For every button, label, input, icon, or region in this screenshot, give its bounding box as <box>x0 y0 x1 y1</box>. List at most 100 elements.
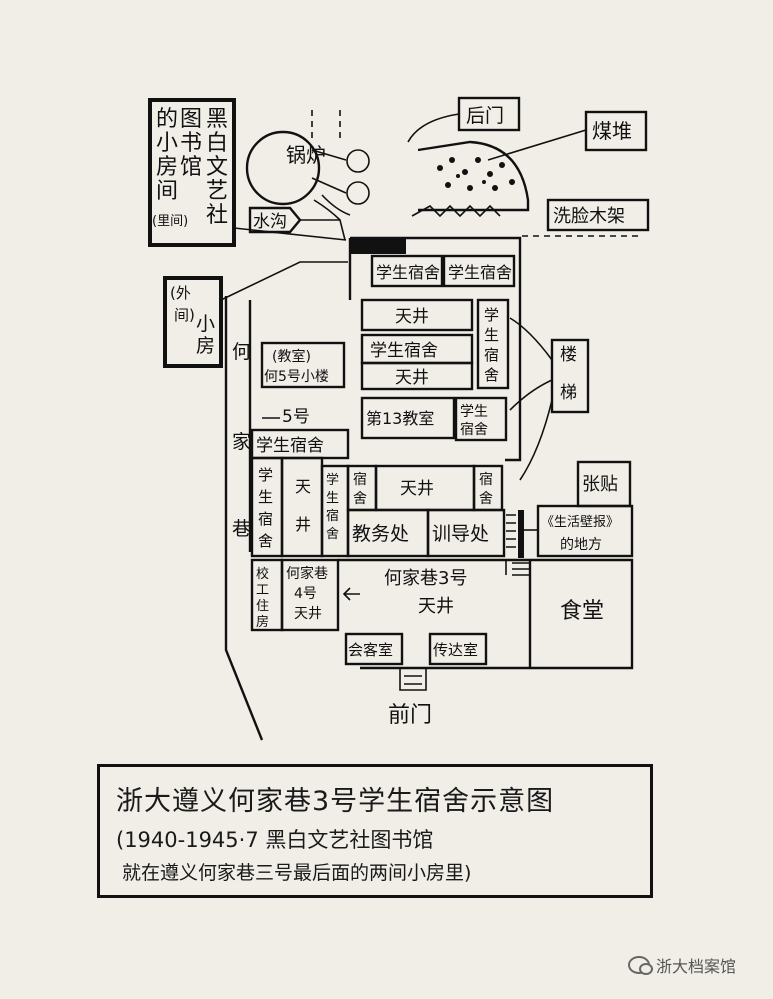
boiler-pot-1 <box>346 149 370 173</box>
library-char-3: 文 <box>206 155 228 180</box>
alley-wall <box>224 296 264 741</box>
wash-rack-box <box>546 198 650 232</box>
training-office-room <box>426 508 506 558</box>
watermark: 浙大档案馆 <box>628 953 736 977</box>
classroom-13-room <box>360 396 456 440</box>
dorm-right-2-char-2: 宿舍 <box>460 421 488 438</box>
wash-rack-label: 洗脸木架 <box>553 206 625 227</box>
canteen-label: 食堂 <box>560 599 604 624</box>
caption-line-1: (1940-1945·7 黑白文艺社图书馆 <box>116 828 434 852</box>
office-stair-marks <box>506 514 516 548</box>
warden-char-3: 住 <box>256 599 269 614</box>
dorm-small-2-char-2: 舍 <box>353 491 367 507</box>
courtyard-3 <box>280 456 324 558</box>
boiler-dashes <box>311 110 341 140</box>
dorm-right-1-room <box>476 298 510 390</box>
courtyard-3-char-1: 天 <box>295 477 311 496</box>
dorm-small-1-char-4: 舍 <box>326 527 339 542</box>
library-box <box>148 98 236 247</box>
classroom-5-line-2: 何5号小楼 <box>264 369 329 385</box>
boiler-pot-2 <box>346 181 370 205</box>
warden-char-4: 房 <box>256 614 269 630</box>
dorm-a-room <box>370 254 444 288</box>
dorm-b-room <box>442 254 516 288</box>
dorm-left-char-1: 学 <box>258 466 273 484</box>
courtyard-1-label: 天井 <box>395 307 429 327</box>
outer-room-char-1: 小 <box>196 313 215 335</box>
dark-corridor <box>350 238 406 254</box>
wall-news-line-1: 《生活壁报》 <box>541 515 619 530</box>
dorm-right-2-char-1: 学生 <box>460 404 488 420</box>
outer-room-char-4: 间) <box>174 306 195 324</box>
dorm-left-char-2: 生 <box>258 488 273 506</box>
training-office-label: 训导处 <box>432 523 489 545</box>
no4-line-1: 何家巷 <box>286 565 328 582</box>
caption-title: 浙大遵义何家巷3号学生宿舍示意图 <box>116 786 555 817</box>
warden-char-1: 校 <box>256 566 269 582</box>
stairs-char-2: 梯 <box>560 383 577 403</box>
alley-char-2: 家 <box>232 431 251 453</box>
drain-arrow <box>300 219 346 241</box>
dorm-right-1-char-2: 生 <box>484 326 499 344</box>
dorm-small-3-char-1: 宿 <box>479 471 493 488</box>
no4-yard <box>280 558 340 632</box>
yard-steps <box>505 560 530 576</box>
courtyard-2-label: 天井 <box>395 368 429 388</box>
courtyard-2 <box>360 361 474 391</box>
front-gate-label: 前门 <box>388 703 432 728</box>
yard-arrow <box>342 587 360 601</box>
coal-yard <box>417 140 530 212</box>
library-char-7: 书 <box>180 131 202 156</box>
library-char-9: 的 <box>156 107 178 132</box>
warden-char-2: 工 <box>256 583 269 598</box>
library-char-1: 黑 <box>206 107 228 132</box>
messenger-label: 传达室 <box>433 641 478 659</box>
drain-tag <box>248 206 302 234</box>
dorm-small-3-char-2: 舍 <box>479 491 493 507</box>
courtyard-3-char-2: 井 <box>295 515 311 534</box>
dorm-right-1-char-3: 宿 <box>484 346 499 364</box>
dorm-5-label: 学生宿舍 <box>256 436 324 456</box>
library-char-10: 小 <box>156 131 178 156</box>
back-gate-label: 后门 <box>466 105 504 127</box>
courtyard-1 <box>360 298 474 332</box>
front-gate-steps <box>399 668 427 691</box>
classroom-5-line-1: (教室) <box>272 348 311 365</box>
alley-char-3: 巷 <box>232 518 251 540</box>
dorm-b-label: 学生宿舍 <box>448 263 512 282</box>
library-inner-room: (里间) <box>152 214 188 229</box>
outer-room-box <box>163 276 223 368</box>
watermark-text: 浙大档案馆 <box>656 957 737 976</box>
dorm-right-2-room <box>454 396 508 442</box>
no3-line-1: 何家巷3号 <box>384 568 467 589</box>
library-char-5: 社 <box>206 203 228 228</box>
dorm-small-1-char-1: 学 <box>326 472 339 488</box>
no3-line-2: 天井 <box>418 596 454 617</box>
library-char-11: 房 <box>156 155 178 180</box>
coal-arrow <box>487 129 587 161</box>
dorm-right-1-char-1: 学 <box>484 306 499 324</box>
classroom-5-room <box>260 341 346 389</box>
wash-rack-shape <box>411 204 501 218</box>
wall-news-box <box>536 504 634 558</box>
no4-line-2: 4号 <box>294 586 317 602</box>
alley-char-1: 何 <box>232 341 251 363</box>
boiler-lines <box>311 149 351 221</box>
coal-pile-box <box>584 110 648 152</box>
dorm-left-char-3: 宿 <box>258 510 273 528</box>
library-char-6: 图 <box>180 107 202 132</box>
boiler-circle <box>245 130 321 206</box>
wall-news-line-2: 的地方 <box>560 537 602 553</box>
library-char-8: 馆 <box>180 155 202 180</box>
courtyard-4-label: 天井 <box>400 479 434 499</box>
reception-label: 会客室 <box>348 641 393 659</box>
stairs-arrows <box>509 317 553 481</box>
library-char-2: 白 <box>206 131 228 156</box>
reception-room <box>344 632 404 666</box>
dorm-left-char-4: 舍 <box>258 532 273 550</box>
caption-line-2: 就在遵义何家巷三号最后面的两间小房里) <box>122 862 472 884</box>
wechat-icon <box>628 956 653 975</box>
dorm-small-1-char-2: 生 <box>326 491 339 506</box>
dorm-a-label: 学生宿舍 <box>376 263 440 282</box>
